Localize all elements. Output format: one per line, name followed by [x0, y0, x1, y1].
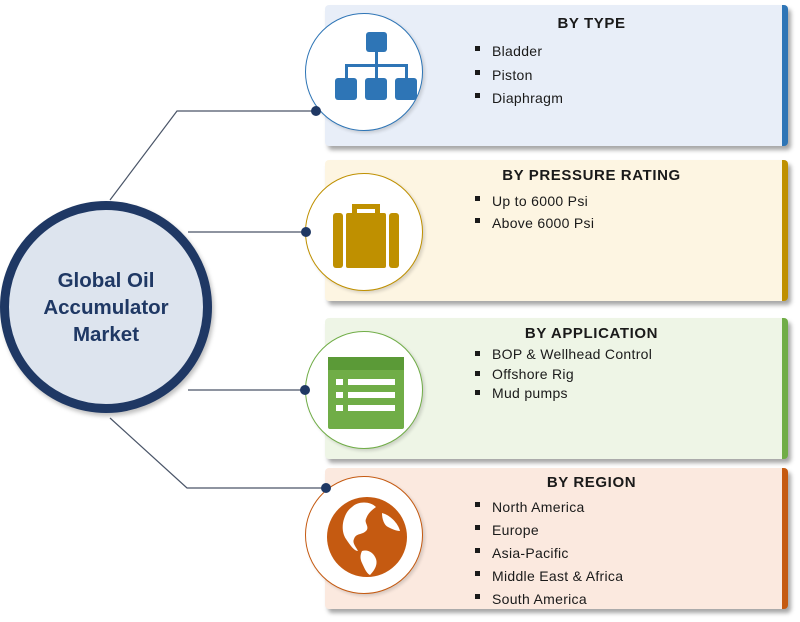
hierarchy-icon — [335, 32, 417, 100]
list-item: North America — [475, 496, 623, 519]
segment-items: Bladder Piston Diaphragm — [475, 40, 563, 111]
list-item: Diaphragm — [475, 87, 563, 111]
hub-title-line: Accumulator — [43, 295, 169, 319]
connector-region — [109, 417, 326, 489]
segment-items: BOP & Wellhead Control Offshore Rig Mud … — [475, 345, 652, 404]
briefcase-icon — [333, 204, 399, 268]
hub-title-line: Global Oil — [57, 268, 155, 292]
list-item: Above 6000 Psi — [475, 212, 594, 234]
segment-title: BY REGION — [546, 474, 637, 491]
center-hub: Global Oil Accumulator Market — [0, 201, 212, 413]
globe-icon — [327, 497, 407, 577]
list-item: Asia-Pacific — [475, 542, 623, 565]
connector-dot — [301, 227, 311, 237]
segment-items: Up to 6000 Psi Above 6000 Psi — [475, 190, 594, 234]
list-item: Europe — [475, 519, 623, 542]
hub-title: Global Oil Accumulator Market — [21, 267, 191, 348]
connector-type — [109, 110, 316, 201]
list-item: Offshore Rig — [475, 365, 652, 385]
list-item: Middle East & Africa — [475, 565, 623, 588]
segment-title: BY TYPE — [557, 15, 626, 32]
list-item: BOP & Wellhead Control — [475, 345, 652, 365]
list-window-icon — [328, 357, 404, 429]
segment-items: North America Europe Asia-Pacific Middle… — [475, 496, 623, 611]
application-icon-circle — [305, 331, 423, 449]
type-icon-circle — [305, 13, 423, 131]
segment-title: BY APPLICATION — [524, 325, 659, 342]
list-item: Bladder — [475, 40, 563, 64]
hub-title-line: Market — [72, 322, 140, 346]
connector-dot — [321, 483, 331, 493]
connector-dot — [300, 385, 310, 395]
list-item: Mud pumps — [475, 384, 652, 404]
list-item: Piston — [475, 64, 563, 88]
connector-dot — [311, 106, 321, 116]
segment-title: BY PRESSURE RATING — [502, 167, 681, 184]
list-item: South America — [475, 588, 623, 611]
pressure-icon-circle — [305, 173, 423, 291]
region-icon-circle — [305, 476, 423, 594]
list-item: Up to 6000 Psi — [475, 190, 594, 212]
